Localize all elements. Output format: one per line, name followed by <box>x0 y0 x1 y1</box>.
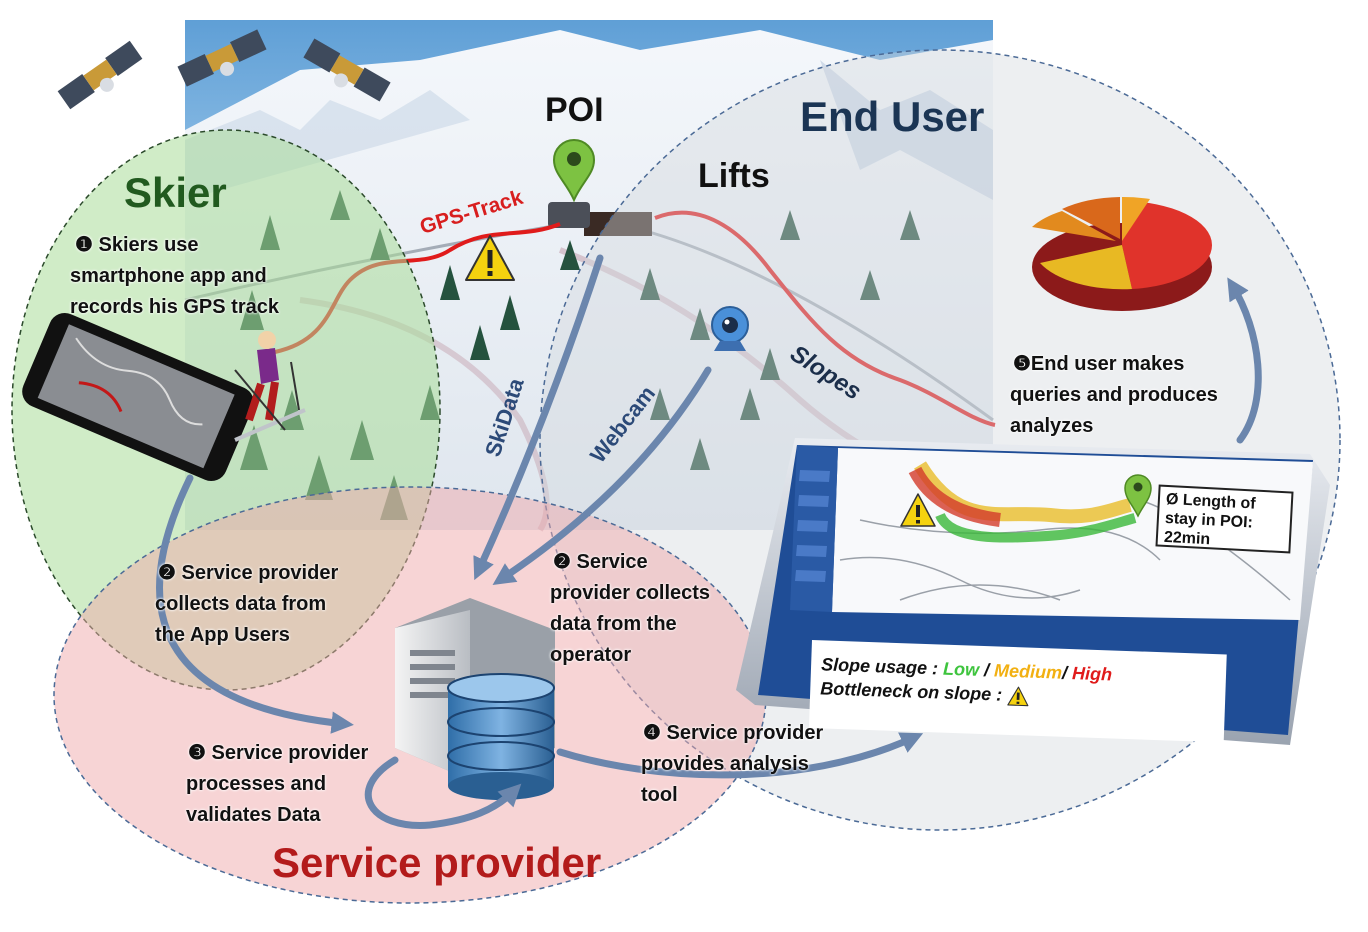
flow-arrows <box>156 254 1262 829</box>
analysis-tool-arrow <box>556 732 924 779</box>
slope-usage-label: Slope usage : <box>820 654 944 679</box>
bottleneck-row: Bottleneck on slope : <box>820 678 1030 707</box>
level-medium: Medium <box>993 660 1063 683</box>
slope-legend-panel: Slope usage : Low / Medium/ High Bottlen… <box>808 640 1227 743</box>
step-4-line: tool <box>641 784 678 806</box>
warning-icon <box>1007 686 1029 707</box>
service-provider-region-title: Service provider <box>272 839 602 886</box>
poi-pin-icon <box>552 139 596 203</box>
poi-building <box>548 202 590 228</box>
step-2a-line: ❷ Service provider <box>158 562 339 584</box>
warning-icon <box>900 493 936 527</box>
end-user-region-title: End User <box>800 93 985 140</box>
step-2a-line: the App Users <box>155 624 290 646</box>
step-3-line: validates Data <box>186 804 321 826</box>
level-high: High <box>1071 663 1113 685</box>
poi-label: POI <box>545 91 604 129</box>
queries-arrow <box>1227 277 1262 444</box>
step-5-line: analyzes <box>1010 415 1094 437</box>
step-2b-line: data from the <box>550 613 677 635</box>
level-separator: / <box>978 659 995 681</box>
satellite-icon <box>303 38 391 102</box>
skidata-arrow <box>473 254 604 581</box>
poi-stay-callout: Ø Length of stay in POI: 22min <box>1155 484 1294 554</box>
skier-figure <box>234 331 306 442</box>
step-1-line: records his GPS track <box>70 296 279 318</box>
step-2b-line: provider collects <box>550 582 711 604</box>
skier-region-title: Skier <box>124 169 227 216</box>
step-4-line: ❹ Service provider <box>643 722 824 744</box>
step-2a-line: collects data from <box>155 593 327 615</box>
step-2b-line: ❷ Service <box>553 551 648 573</box>
step-5-line: ❺End user makes <box>1013 353 1185 375</box>
smartphone-icon <box>22 312 254 482</box>
lift-station <box>584 212 652 236</box>
app-data-arrow <box>156 474 354 734</box>
slope-line <box>654 210 996 427</box>
step-3-line: ❸ Service provider <box>188 742 369 764</box>
webcam-arrow <box>492 366 712 585</box>
pie-chart-icon <box>1032 196 1213 311</box>
process-loop-arrow <box>364 756 522 829</box>
satellite-icon <box>177 29 267 87</box>
webcam-icon <box>711 306 749 351</box>
step-1-line: smartphone app and <box>70 265 267 287</box>
step-4-line: provides analysis <box>641 753 809 775</box>
step-2b-line: operator <box>550 644 632 666</box>
database-icon <box>447 673 555 800</box>
warning-icon <box>465 235 515 281</box>
poi-pin-icon <box>1124 474 1152 518</box>
level-low: Low <box>942 658 980 680</box>
step-1-line: ❶ Skiers use <box>75 234 199 256</box>
lifts-label: Lifts <box>698 157 770 195</box>
bottleneck-label: Bottleneck on slope : <box>819 678 1008 705</box>
step-5-line: queries and produces <box>1010 384 1218 406</box>
satellite-icon <box>57 40 143 110</box>
step-3-line: processes and <box>186 773 327 795</box>
